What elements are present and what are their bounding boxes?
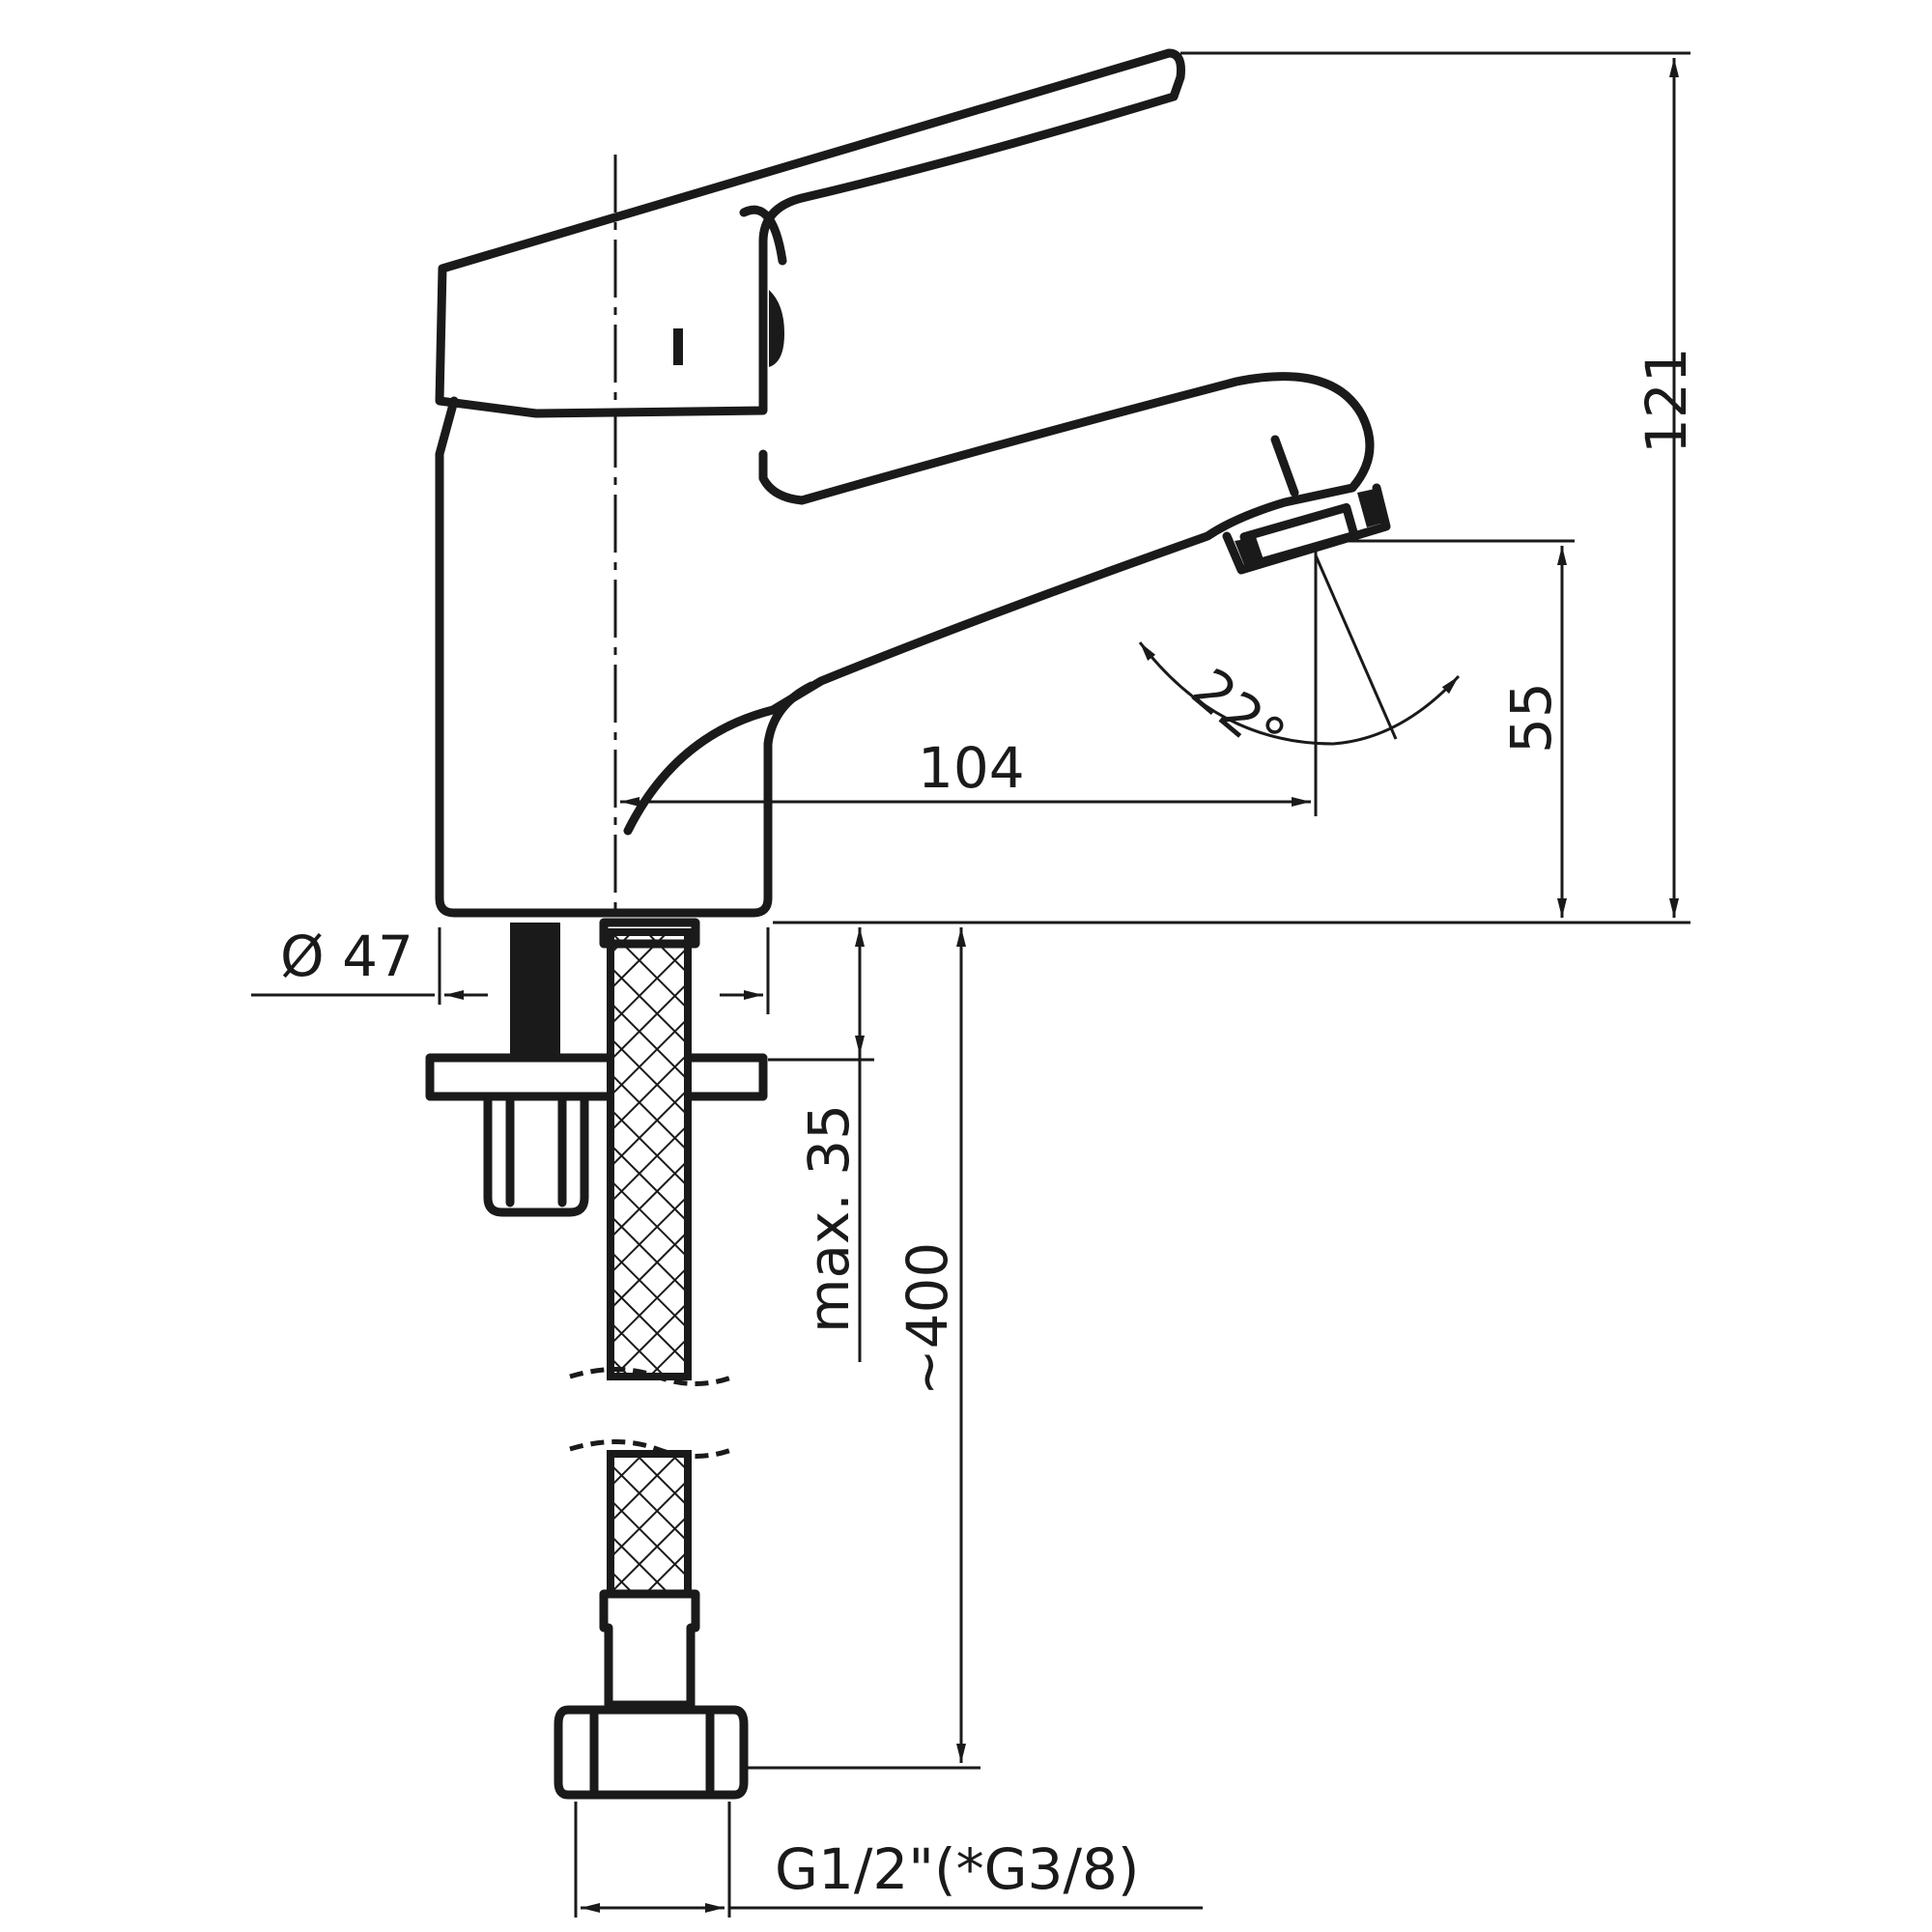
hose-ferrule	[599, 1589, 700, 1710]
label-base-diameter: Ø 47	[280, 923, 413, 989]
aerator	[1222, 435, 1391, 575]
handle-indicator	[673, 328, 683, 365]
label-height: 121	[1634, 347, 1699, 454]
connector-nut	[554, 1705, 749, 1800]
spray-angle-arc	[1138, 641, 1461, 746]
lever-handle	[435, 48, 1185, 418]
label-spout-height: 55	[1498, 682, 1564, 753]
label-reach: 104	[918, 735, 1025, 801]
threaded-stud	[510, 923, 560, 1058]
label-hose-length: ~400	[895, 1242, 960, 1396]
label-max-thickness: max. 35	[796, 1104, 862, 1333]
washer-plate	[425, 1053, 768, 1101]
braided-hose-upper	[607, 928, 692, 1380]
label-thread: G1/2"(*G3/8)	[775, 1836, 1140, 1902]
faucet-body	[435, 48, 1391, 918]
handle-slot	[769, 290, 784, 367]
fixing-nut	[483, 1096, 589, 1217]
dimension-lines	[251, 51, 1690, 1918]
braided-hose-lower	[607, 1450, 692, 1598]
mixer-body	[435, 396, 816, 918]
label-spray-angle: 22°	[1179, 656, 1297, 770]
mounting-assembly	[425, 918, 768, 1800]
